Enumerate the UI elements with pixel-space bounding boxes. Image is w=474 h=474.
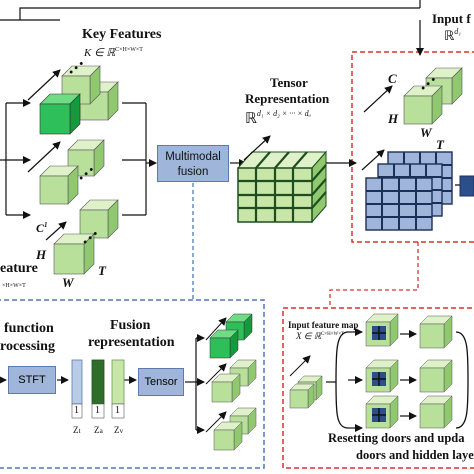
lower-right-dashed-region [282,307,474,469]
function-line1: function [4,321,54,336]
grid-arrow [361,149,385,171]
blue-grid-stack [361,149,474,231]
cube [79,199,119,239]
output-block [459,175,474,197]
feature-sup: ×H×W×T [2,283,26,289]
fusion-line2: representation [88,335,175,350]
fusion-pipeline [0,334,205,434]
key-feature-cube-group-3: • • • [45,199,119,275]
cube-arrow [27,69,61,101]
tr-dim-h: H [388,111,399,126]
tensor-math: ℝd₁ × d₂ × ··· × dᵤ [245,109,311,127]
key-features-math: K ∈ ℝC×H×W×T [84,47,143,59]
cube [419,359,453,393]
input-feature-label: Input f [432,11,471,26]
cube-arrow [27,141,61,173]
caption-line2: doors and hidden laye [356,448,474,462]
red-connector [329,242,419,308]
cube [39,165,79,205]
cube [419,315,453,349]
z-label-t: Zt [73,425,81,435]
z-label-v: Zv [114,425,124,435]
z-label-a: Za [94,425,103,435]
input-map-label: Input feature map [288,320,359,330]
dim-h-label: H [36,247,47,262]
fusion-line1: Fusion [110,318,151,333]
dim-c-label: C1 [36,221,48,235]
green-grid-tensor [236,135,328,224]
key-features-title: Key Features [82,27,162,42]
cube-arrow [45,221,67,241]
cube-highlight [209,329,239,359]
vector-zv [111,359,125,405]
cube [213,421,243,451]
input-feature-cubes: • • • [363,67,463,125]
one-label-b: 1 [95,405,100,416]
cube-highlight [39,93,81,135]
stft-box: STFT [8,366,56,394]
key-feature-cube-group-1: • • • [27,58,119,135]
one-label-a: 1 [74,405,79,416]
reset-update-structure [289,313,469,432]
tr-dim-t: T [436,137,444,152]
dim-t-label: T [98,263,106,278]
caption-line1: Resetting doors and upda [328,431,465,445]
grid-cube [365,313,399,347]
input-map-math: X ∈ ℝC×H×W×T [296,331,345,341]
vector-one-box [91,403,105,419]
key-feature-cube-group-2: • • • [27,139,105,205]
feature-label: eature [0,261,38,276]
input-feature-math: ℝd₁ [444,27,462,43]
vector-za [91,359,105,405]
cube [53,233,95,275]
cube [419,395,453,429]
grid-layer [365,177,433,231]
cube [289,383,315,409]
dim-w-label: W [62,275,74,290]
left-bracket [0,99,31,219]
fusion-output-cubes [205,313,257,451]
one-label-c: 1 [115,405,120,416]
vector-one-box [111,403,125,419]
cube [211,373,241,403]
tensor-title-line1: Tensor [270,75,308,90]
vector-one-box [71,403,83,419]
grid-cube [365,359,399,393]
multimodal-fusion-box: Multimodal fusion [157,145,229,182]
tr-dim-w: W [420,125,432,140]
tensor-box: Tensor [138,368,184,396]
cube [67,139,105,177]
lower-left-dashed-region [0,299,265,469]
grid-cube [365,395,399,429]
tensor-arrow [243,135,271,161]
cube-arrow [363,85,393,113]
cube [403,85,443,125]
tensor-title-line2: Representation [245,91,330,106]
top-connectors [0,0,424,56]
multimodal-line1: Multimodal [165,151,221,163]
vector-zt [71,359,83,405]
tr-dim-c: C [388,71,397,86]
multimodal-line2: fusion [177,166,209,178]
function-line2: rocessing [0,339,55,354]
